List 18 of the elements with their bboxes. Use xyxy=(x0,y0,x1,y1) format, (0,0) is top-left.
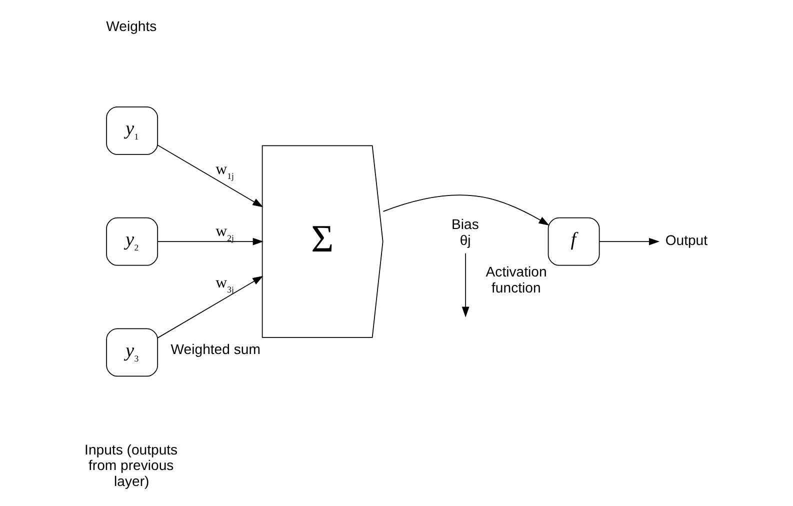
arrow xyxy=(382,194,550,226)
node-box: y$_{1}$ xyxy=(106,106,158,155)
arrow xyxy=(598,238,660,246)
edge-label: w$_{2j}$ xyxy=(216,222,234,243)
node-text: Output xyxy=(665,232,708,248)
arrow xyxy=(157,144,264,208)
label: Inputs (outputs from previous layer) xyxy=(84,441,178,490)
node-label: Activation function xyxy=(486,264,547,296)
node-box: y$_{2}$ xyxy=(106,217,158,266)
node-text: Bias θj xyxy=(451,216,479,248)
node-box: f xyxy=(548,217,600,266)
label: Weights xyxy=(106,18,157,34)
arrow xyxy=(462,252,470,318)
node-box: y$_{3}$ xyxy=(106,328,158,377)
node-label: Weighted sum xyxy=(170,341,260,358)
edge-label: w$_{1j}$ xyxy=(216,161,234,182)
arrow xyxy=(157,238,264,246)
arrow xyxy=(157,276,264,338)
